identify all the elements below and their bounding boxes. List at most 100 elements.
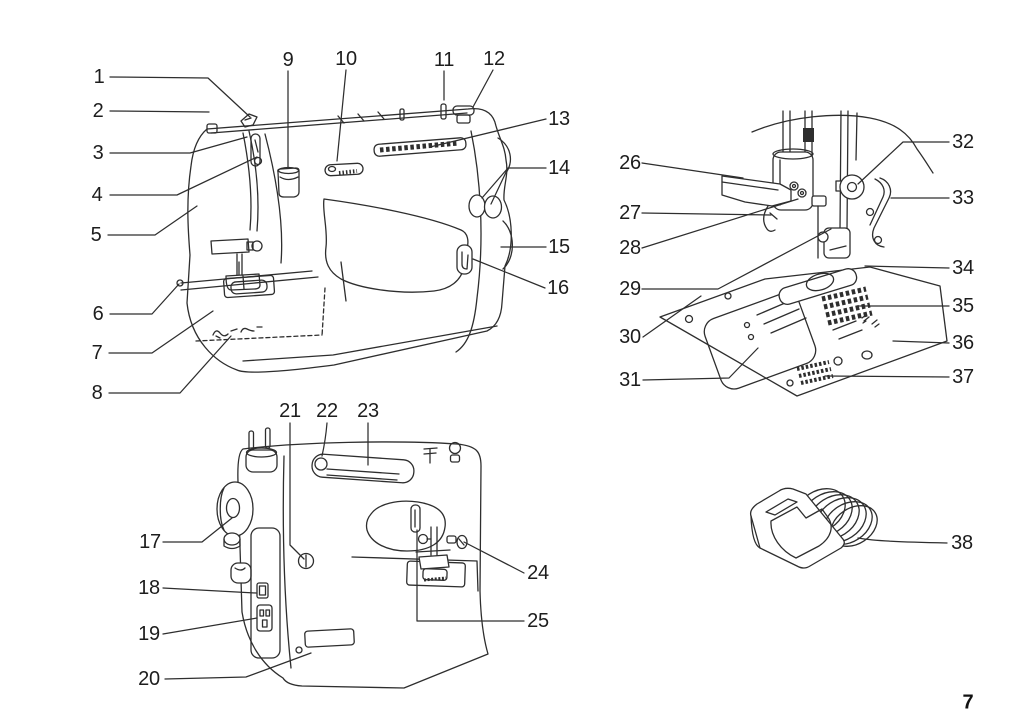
model-scribble <box>212 326 263 339</box>
presser-foot-sole <box>778 268 858 306</box>
callout-9: 9 <box>282 49 294 71</box>
callout-14: 14 <box>548 157 570 179</box>
callout-22: 22 <box>316 400 338 422</box>
leaders-closeup <box>641 141 950 381</box>
presser-bar-front <box>236 253 243 277</box>
rear-feed-slot <box>796 360 834 385</box>
accessory-compartment-dashed <box>195 287 326 342</box>
callout-36: 36 <box>952 332 974 354</box>
threader-lever <box>869 177 892 248</box>
callout-27: 27 <box>619 202 641 224</box>
needle-clamp-screw <box>839 174 865 200</box>
callout-23: 23 <box>357 400 379 422</box>
bobbin-cover-plate <box>703 292 817 390</box>
handle-hinge <box>314 457 328 471</box>
callout-2: 2 <box>92 100 104 122</box>
bobbin-winder-base <box>456 114 471 124</box>
callout-15: 15 <box>548 236 570 258</box>
buttonhole-lever <box>456 244 473 275</box>
callout-26: 26 <box>619 152 641 174</box>
arm-opening <box>322 198 469 293</box>
thread-guide-eyelet <box>253 156 263 166</box>
thread-cutter-arm <box>721 175 792 207</box>
spool-pin <box>440 103 447 120</box>
callout-11: 11 <box>433 49 455 71</box>
callout-6: 6 <box>92 303 104 325</box>
callout-28: 28 <box>619 237 641 259</box>
rear-needle-bar <box>430 526 438 556</box>
head-silhouette <box>751 114 934 174</box>
rear-arm-opening <box>365 500 446 552</box>
stitch-indicator-marks <box>379 140 460 153</box>
callout-30: 30 <box>619 326 641 348</box>
callout-24: 24 <box>527 562 549 584</box>
foot-holder <box>823 227 851 259</box>
callout-37: 37 <box>952 366 974 388</box>
right-fold-line <box>455 130 482 353</box>
rear-thread-guide-top <box>423 447 438 464</box>
callout-16: 16 <box>547 277 569 299</box>
base-seam <box>242 325 498 362</box>
foot-controller-body <box>749 487 845 569</box>
pillar-fold-line <box>340 261 347 302</box>
stitch-indicator-panel <box>373 137 467 157</box>
takeup-lever <box>254 139 259 153</box>
callout-35: 35 <box>952 295 974 317</box>
callout-17: 17 <box>139 531 161 553</box>
callout-32: 32 <box>952 131 974 153</box>
rear-winder-stop <box>448 441 462 455</box>
callout-33: 33 <box>952 187 974 209</box>
rear-bed-edge <box>351 556 479 592</box>
callout-12: 12 <box>483 48 505 70</box>
callout-13: 13 <box>548 108 570 130</box>
head-seam-line <box>264 133 283 264</box>
clutch-knob <box>230 562 252 584</box>
top-panel-edge <box>210 112 468 134</box>
callout-18: 18 <box>138 577 160 599</box>
pedal-side-line <box>750 515 761 549</box>
callout-19: 19 <box>138 623 160 645</box>
callout-8: 8 <box>91 382 103 404</box>
rear-pin-base <box>245 449 278 473</box>
needle-plate <box>659 266 948 397</box>
rear-clamp-screw <box>417 533 429 545</box>
needle-plate-front <box>222 274 276 299</box>
rating-plate <box>304 628 355 648</box>
seam-guide-lines <box>756 299 863 340</box>
callout-1: 1 <box>93 66 105 88</box>
callout-25: 25 <box>527 610 549 632</box>
callout-20: 20 <box>138 668 160 690</box>
rear-presser-foot <box>418 554 450 570</box>
spool-pin-hole <box>399 108 405 121</box>
leaders-rear <box>162 422 525 680</box>
needle-clamp-block <box>811 195 827 207</box>
leaders-front <box>107 69 547 394</box>
callout-21: 21 <box>279 400 301 422</box>
foot-controller-figure <box>749 487 878 569</box>
callout-31: 31 <box>619 369 641 391</box>
callout-34: 34 <box>952 257 974 279</box>
rear-thread-guide <box>206 123 218 134</box>
bed-screw <box>176 279 184 287</box>
pedal-top-face <box>770 506 832 559</box>
callout-4: 4 <box>91 184 103 206</box>
needle-area-figure <box>659 110 948 397</box>
rod-cap <box>803 128 814 142</box>
pedal-bezel-slot <box>765 498 798 516</box>
callout-10: 10 <box>335 48 357 70</box>
plate-marking-glyphs <box>861 314 880 328</box>
callout-5: 5 <box>90 224 102 246</box>
needle-bar-rods <box>782 110 858 231</box>
thread-guide-ring-upper <box>789 181 799 191</box>
takeup-slot <box>250 133 261 167</box>
page-number: 7 <box>962 691 974 714</box>
takeup-comb <box>338 169 358 175</box>
callout-38: 38 <box>951 532 973 554</box>
thread-guide-ring-lower <box>797 188 807 198</box>
rear-spool-pin-2 <box>264 427 271 449</box>
callout-7: 7 <box>91 342 103 364</box>
handwheel-knob <box>223 532 241 546</box>
rear-body-seam <box>282 455 292 669</box>
handwheel-bulge <box>502 220 514 270</box>
